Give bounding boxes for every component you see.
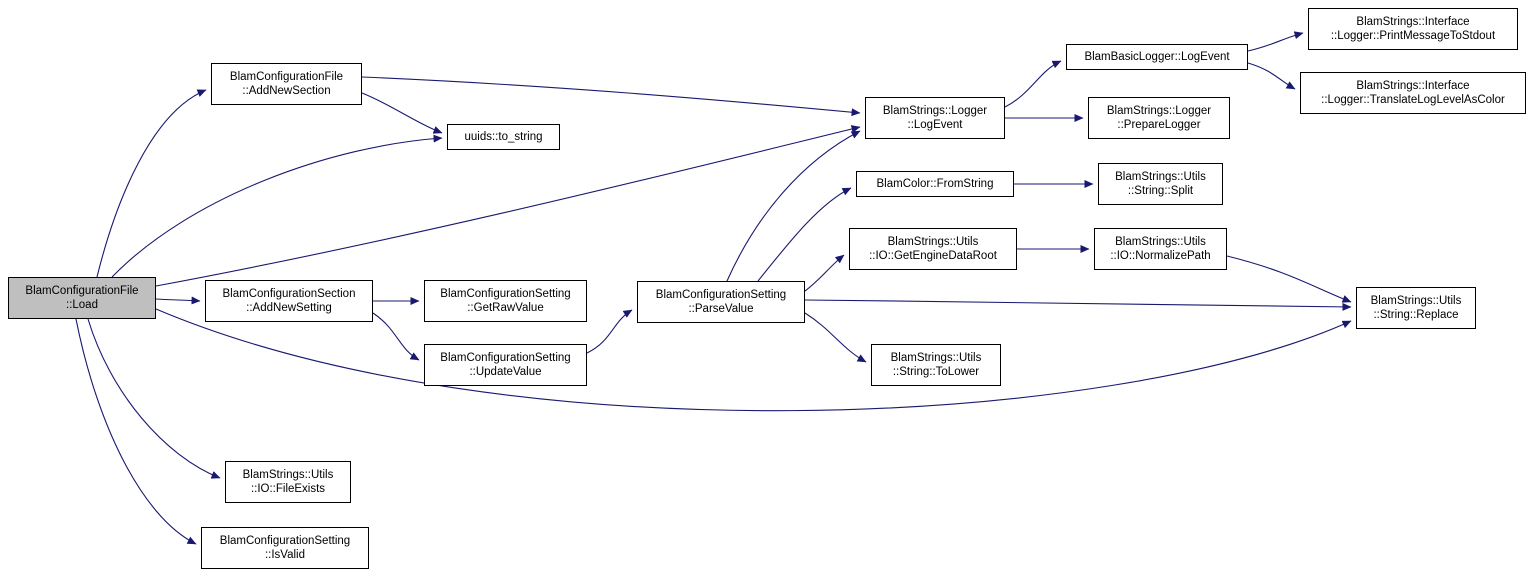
graph-node-basic-logger-log-event[interactable]: BlamBasicLogger::LogEvent <box>1066 44 1248 70</box>
graph-node-parse-value[interactable]: BlamConfigurationSetting ::ParseValue <box>637 281 805 323</box>
graph-node-string-split[interactable]: BlamStrings::Utils ::String::Split <box>1098 163 1223 205</box>
edge-logger-log-event-to-basic-logger-log-event <box>1004 60 1062 108</box>
graph-node-load[interactable]: BlamConfigurationFile ::Load <box>8 277 156 319</box>
edge-parse-value-to-logger-log-event <box>726 130 861 282</box>
edge-add-new-setting-to-update-value <box>372 312 420 361</box>
graph-node-is-valid[interactable]: BlamConfigurationSetting ::IsValid <box>201 527 369 569</box>
edge-update-value-to-parse-value <box>586 309 633 354</box>
graph-node-string-replace[interactable]: BlamStrings::Utils ::String::Replace <box>1356 287 1476 329</box>
graph-node-add-new-setting[interactable]: BlamConfigurationSection ::AddNewSetting <box>205 280 373 322</box>
graph-node-translate-log-level-as-color[interactable]: BlamStrings::Interface ::Logger::Transla… <box>1300 72 1526 114</box>
edge-normalize-path-to-string-replace <box>1226 255 1352 303</box>
edge-add-new-section-to-uuids-to-string <box>361 92 443 134</box>
graph-node-print-message-to-stdout[interactable]: BlamStrings::Interface ::Logger::PrintMe… <box>1308 8 1518 50</box>
edge-load-to-add-new-setting <box>155 296 201 305</box>
edge-basic-logger-log-event-to-translate-log-level-as-color <box>1247 62 1296 90</box>
graph-node-from-string[interactable]: BlamColor::FromString <box>856 171 1014 197</box>
graph-node-get-engine-data-root[interactable]: BlamStrings::Utils ::IO::GetEngineDataRo… <box>849 228 1017 270</box>
edge-load-to-string-replace <box>155 308 1352 412</box>
graph-node-prepare-logger[interactable]: BlamStrings::Logger ::PrepareLogger <box>1088 97 1230 139</box>
graph-node-normalize-path[interactable]: BlamStrings::Utils ::IO::NormalizePath <box>1094 228 1227 270</box>
edge-load-to-file-exists <box>87 318 221 479</box>
edge-load-to-uuids-to-string <box>111 134 443 278</box>
edge-load-to-is-valid <box>75 318 197 545</box>
edge-parse-value-to-string-replace <box>804 299 1352 311</box>
edge-parse-value-to-get-engine-data-root <box>804 254 845 292</box>
graph-node-logger-log-event[interactable]: BlamStrings::Logger ::LogEvent <box>865 97 1005 139</box>
edge-parse-value-to-to-lower <box>804 312 867 363</box>
graph-node-get-raw-value[interactable]: BlamConfigurationSetting ::GetRawValue <box>424 280 587 322</box>
edge-basic-logger-log-event-to-print-message-to-stdout <box>1247 31 1304 52</box>
edge-load-to-add-new-section <box>96 89 207 278</box>
edge-load-to-logger-log-event <box>155 125 861 287</box>
edge-parse-value-to-from-string <box>757 187 852 282</box>
edge-add-new-section-to-logger-log-event <box>361 76 861 117</box>
graph-node-update-value[interactable]: BlamConfigurationSetting ::UpdateValue <box>424 344 587 386</box>
graph-node-file-exists[interactable]: BlamStrings::Utils ::IO::FileExists <box>225 461 351 503</box>
graph-node-uuids-to-string[interactable]: uuids::to_string <box>447 124 560 150</box>
graph-node-to-lower[interactable]: BlamStrings::Utils ::String::ToLower <box>871 344 1001 386</box>
graph-node-add-new-section[interactable]: BlamConfigurationFile ::AddNewSection <box>211 63 362 105</box>
